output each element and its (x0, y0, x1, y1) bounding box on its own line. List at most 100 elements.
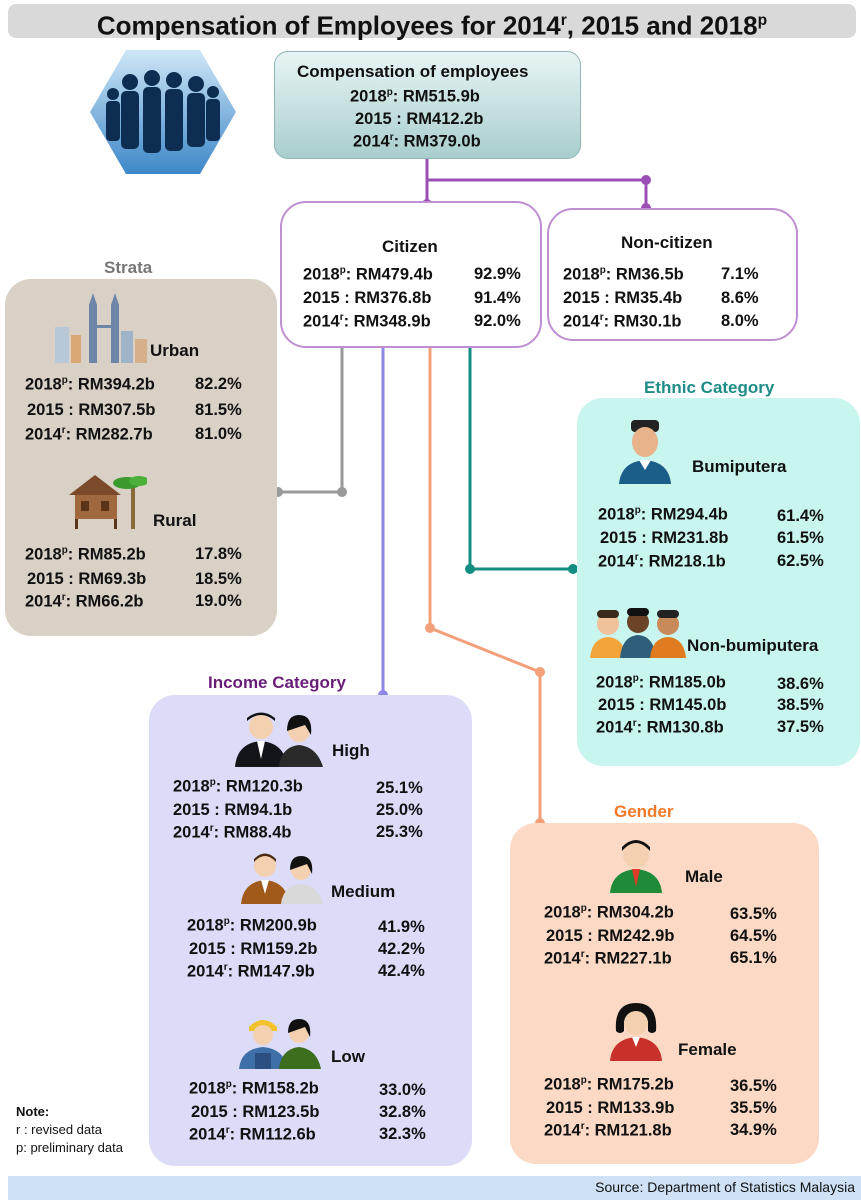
rural-pct-2015: 18.5% (195, 570, 242, 588)
male-pct-2018: 63.5% (730, 905, 777, 923)
high-row-2014: 2014r: RM88.4b (173, 823, 292, 842)
rural-row-2014: 2014r: RM66.2b (25, 592, 144, 611)
noncitizen-row-2015: 2015 : RM35.4b (563, 289, 683, 307)
citizen-heading: Citizen (382, 237, 438, 256)
medium-row-2014: 2014r: RM147.9b (187, 962, 315, 981)
medium-pct-2014: 42.4% (378, 962, 425, 980)
rural-row-2015: 2015 : RM69.3b (27, 570, 147, 588)
non-bumiputera-row-2014: 2014r: RM130.8b (596, 718, 724, 737)
urban-heading: Urban (150, 341, 200, 360)
urban-row-2015: 2015 : RM307.5b (27, 401, 156, 419)
non-bumiputera-row-2018: 2018p: RM185.0b (596, 673, 726, 692)
urban-row-2014: 2014r: RM282.7b (25, 425, 153, 444)
high-heading: High (332, 741, 370, 760)
urban-pct-2018: 82.2% (195, 375, 242, 393)
bumiputera-row-2018: 2018p: RM294.4b (598, 505, 728, 524)
noncitizen-row-2018: 2018p: RM36.5b (563, 265, 684, 284)
high-row-2015: 2015 : RM94.1b (173, 801, 293, 819)
non-bumiputera-pct-2014: 37.5% (777, 718, 824, 736)
noncitizen-row-2014: 2014r: RM30.1b (563, 312, 682, 331)
urban-pct-2015: 81.5% (195, 401, 242, 419)
business-people-icon (90, 50, 236, 174)
male-pct-2014: 65.1% (730, 949, 777, 967)
medium-income-icon (241, 853, 323, 904)
note-preliminary: p: preliminary data (16, 1140, 123, 1155)
rural-heading: Rural (153, 511, 197, 530)
non-bumiputera-row-2015: 2015 : RM145.0b (598, 696, 727, 714)
low-row-2014: 2014r: RM112.6b (189, 1125, 316, 1144)
male-heading: Male (685, 867, 723, 886)
village-house-icon (69, 475, 147, 529)
male-row-2014: 2014r: RM227.1b (544, 949, 672, 968)
male-icon (610, 840, 662, 893)
non-bumiputera-pct-2015: 38.5% (777, 696, 824, 714)
top-total-box: Compensation of employees 2018p: RM515.9… (274, 51, 581, 159)
gender-section-label: Gender (614, 802, 674, 821)
bumiputera-row-2014: 2014r: RM218.1b (598, 552, 726, 571)
bumiputera-man-icon (619, 420, 671, 484)
low-row-2018: 2018p: RM158.2b (189, 1079, 319, 1098)
urban-pct-2014: 81.0% (195, 425, 242, 443)
noncitizen-pct-2014: 8.0% (721, 312, 759, 330)
top-row-2018: 2018p: RM515.9b (350, 87, 480, 106)
non-bumiputera-group-icon (590, 608, 686, 658)
citizen-pct-2018: 92.9% (474, 265, 521, 283)
bumiputera-pct-2018: 61.4% (777, 507, 824, 525)
bumiputera-heading: Bumiputera (692, 457, 787, 476)
note-revised: r : revised data (16, 1122, 102, 1137)
source-text: Source: Department of Statistics Malaysi… (595, 1179, 855, 1195)
non-bumiputera-heading: Non-bumiputera (687, 636, 819, 655)
medium-pct-2015: 42.2% (378, 940, 425, 958)
noncitizen-pct-2015: 8.6% (721, 289, 759, 307)
citizen-row-2018: 2018p: RM479.4b (303, 265, 433, 284)
income-box: High 2018p: RM120.3b 25.1% 2015 : RM94.1… (149, 695, 472, 1166)
medium-heading: Medium (331, 882, 396, 901)
citizen-pct-2014: 92.0% (474, 312, 521, 330)
page-title: Compensation of Employees for 2014r, 201… (8, 4, 856, 41)
male-row-2018: 2018p: RM304.2b (544, 903, 674, 922)
medium-row-2015: 2015 : RM159.2b (189, 940, 318, 958)
low-row-2015: 2015 : RM123.5b (191, 1103, 320, 1121)
female-pct-2015: 35.5% (730, 1099, 777, 1117)
source-footer: Source: Department of Statistics Malaysi… (8, 1176, 861, 1200)
low-pct-2018: 33.0% (379, 1081, 426, 1099)
female-row-2014: 2014r: RM121.8b (544, 1121, 672, 1140)
low-pct-2015: 32.8% (379, 1103, 426, 1121)
top-row-2014: 2014r: RM379.0b (353, 132, 481, 151)
bumiputera-pct-2014: 62.5% (777, 552, 824, 570)
ethnic-section-label: Ethnic Category (644, 378, 775, 397)
citizen-box: Citizen 2018p: RM479.4b 92.9% 2015 : RM3… (280, 201, 542, 348)
low-income-icon (239, 1019, 321, 1069)
noncitizen-heading: Non-citizen (621, 233, 713, 252)
city-buildings-icon (55, 293, 147, 363)
citizen-pct-2015: 91.4% (474, 289, 521, 307)
citizen-row-2015: 2015 : RM376.8b (303, 289, 432, 307)
bumiputera-row-2015: 2015 : RM231.8b (600, 529, 729, 547)
medium-row-2018: 2018p: RM200.9b (187, 916, 317, 935)
high-pct-2014: 25.3% (376, 823, 423, 841)
low-pct-2014: 32.3% (379, 1125, 426, 1143)
low-heading: Low (331, 1047, 365, 1066)
noncitizen-pct-2018: 7.1% (721, 265, 759, 283)
high-income-icon (235, 712, 323, 767)
income-section-label: Income Category (208, 673, 346, 692)
strata-box: Urban 2018p: RM394.2b 82.2% 2015 : RM307… (5, 279, 277, 636)
gender-box: Male 2018p: RM304.2b 63.5% 2015 : RM242.… (510, 823, 819, 1164)
strata-section-label: Strata (104, 258, 153, 277)
female-row-2018: 2018p: RM175.2b (544, 1075, 674, 1094)
male-pct-2015: 64.5% (730, 927, 777, 945)
female-row-2015: 2015 : RM133.9b (546, 1099, 675, 1117)
top-row-2015: 2015 : RM412.2b (355, 110, 484, 128)
rural-pct-2014: 19.0% (195, 592, 242, 610)
top-heading: Compensation of employees (297, 62, 529, 81)
female-icon (610, 1003, 662, 1061)
high-row-2018: 2018p: RM120.3b (173, 777, 303, 796)
female-pct-2018: 36.5% (730, 1077, 777, 1095)
high-pct-2018: 25.1% (376, 779, 423, 797)
female-pct-2014: 34.9% (730, 1121, 777, 1139)
non-bumiputera-pct-2018: 38.6% (777, 675, 824, 693)
bumiputera-pct-2015: 61.5% (777, 529, 824, 547)
medium-pct-2018: 41.9% (378, 918, 425, 936)
rural-row-2018: 2018p: RM85.2b (25, 545, 146, 564)
noncitizen-box: Non-citizen 2018p: RM36.5b 7.1% 2015 : R… (547, 208, 798, 341)
